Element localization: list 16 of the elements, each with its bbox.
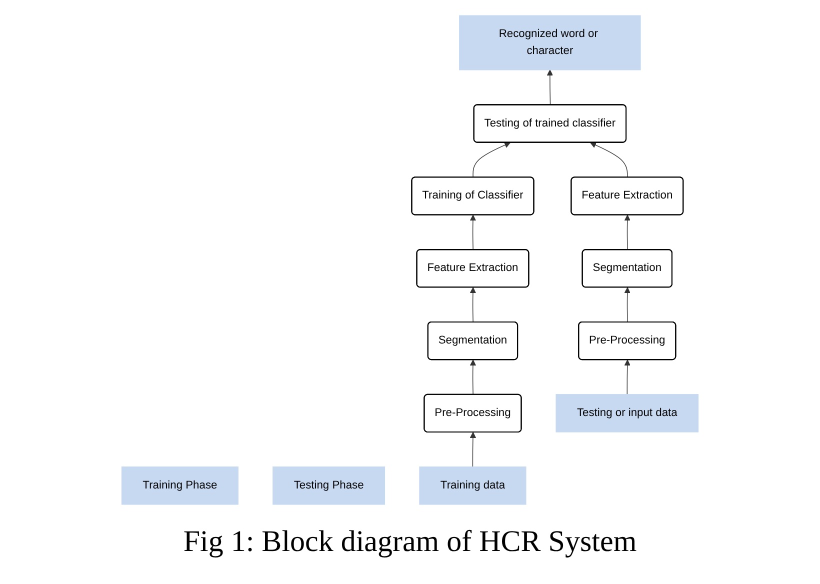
node-box: Testing Phase — [272, 466, 386, 505]
arrow — [472, 142, 510, 178]
arrow — [470, 214, 476, 250]
arrow — [624, 287, 630, 323]
arrow — [624, 360, 630, 395]
node-box: Recognized word or character — [459, 15, 641, 70]
arrow — [470, 432, 476, 468]
arrow — [546, 70, 553, 106]
arrow — [470, 360, 476, 396]
node-box: Testing or input data — [556, 394, 699, 432]
node-box: Training Phase — [121, 466, 238, 505]
node-box: Training data — [419, 466, 526, 505]
arrow — [470, 287, 476, 323]
arrow — [624, 214, 630, 250]
arrow — [590, 142, 628, 178]
figure-caption: Fig 1: Block diagram of HCR System — [183, 525, 637, 559]
